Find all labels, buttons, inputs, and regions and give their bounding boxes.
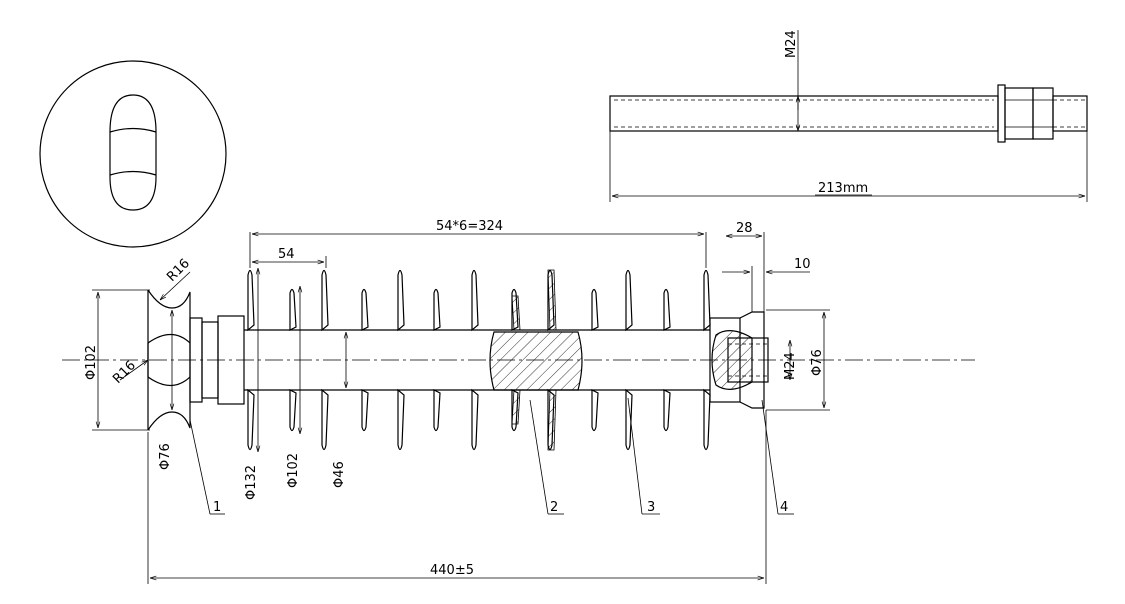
- end-view-outline: [39, 60, 227, 248]
- end-view-slot: [109, 94, 157, 211]
- clevis-diameter-label: Φ102: [84, 345, 99, 380]
- shed-large: [321, 269, 329, 451]
- end-length-label: 28: [736, 221, 753, 236]
- end-fitting-diameter-label: Φ76: [810, 349, 825, 376]
- rod-thread-label: M24: [784, 30, 799, 58]
- rod-nut-1: [1004, 87, 1034, 140]
- shed-spacing-label: 54: [278, 247, 295, 262]
- rod-body: [609, 95, 999, 132]
- end-view: [39, 60, 227, 248]
- shed-small: [591, 288, 599, 432]
- rod-length-label: 213mm: [818, 181, 868, 196]
- rod-nut-2: [1032, 87, 1054, 140]
- end-thread-label: M24: [783, 352, 798, 380]
- shed-large: [625, 269, 633, 451]
- shed-small: [361, 288, 369, 432]
- shed-large: [397, 269, 405, 451]
- rod-view: M24 213mm: [609, 30, 1088, 202]
- part-label-3: 3: [647, 500, 655, 515]
- core-section: [489, 331, 583, 391]
- rod-thread-end: [1052, 95, 1088, 132]
- overall-length-label: 440±5: [430, 563, 474, 578]
- shed-pitch-label: 54*6=324: [436, 219, 503, 234]
- shed-small: [511, 288, 519, 432]
- shed-large: [247, 269, 255, 451]
- insulator-main-view: [62, 269, 975, 451]
- radius-top-label: R16: [164, 256, 193, 285]
- rod-washer: [997, 84, 1006, 143]
- part-label-4: 4: [780, 500, 788, 515]
- shed-large: [471, 269, 479, 451]
- clevis-neck-diameter-label: Φ76: [158, 443, 173, 470]
- part-label-2: 2: [550, 500, 558, 515]
- dimensions: Φ102 R16 R16 Φ76 Φ132 Φ102 Φ46 54*6=324 …: [84, 219, 830, 584]
- small-shed-diameter-label: Φ102: [286, 453, 301, 488]
- large-shed-diameter-label: Φ132: [244, 465, 259, 500]
- shed-small: [663, 288, 671, 432]
- thread-length-label: 10: [794, 257, 811, 272]
- core-diameter-label: Φ46: [332, 461, 347, 488]
- radius-inner-label: R16: [110, 358, 139, 387]
- part-label-1: 1: [213, 500, 221, 515]
- part-callouts: 1 2 3 4: [189, 397, 794, 515]
- shed-small: [289, 288, 297, 432]
- shed-large: [703, 269, 711, 451]
- shed-small: [433, 288, 441, 432]
